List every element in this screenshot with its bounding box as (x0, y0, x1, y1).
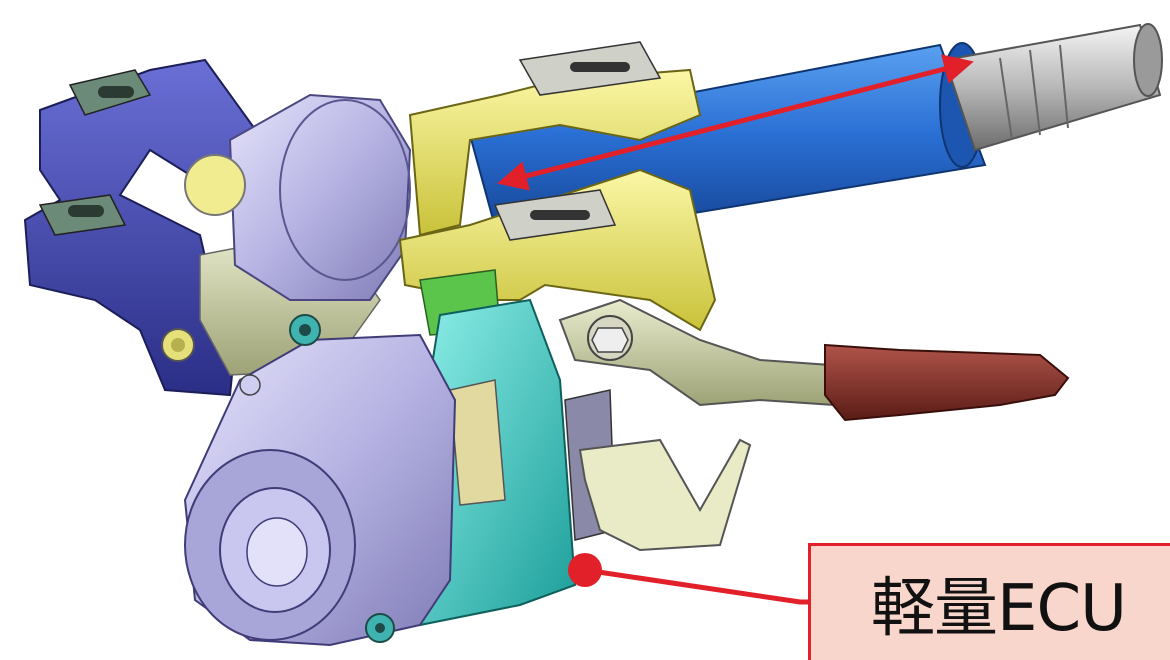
shaft-length-arrow (497, 54, 974, 191)
ecu-unit (413, 298, 616, 627)
shaft-tip (943, 23, 1163, 152)
tilt-lever (558, 298, 1070, 422)
ecu-callout-label: 軽量ECU (871, 572, 1127, 646)
callout-pointer (568, 553, 810, 605)
assist-motor (183, 314, 457, 647)
ecu-callout-box: 軽量ECU (808, 543, 1170, 660)
gear-housing (184, 93, 412, 301)
connector-tabs (578, 438, 752, 552)
